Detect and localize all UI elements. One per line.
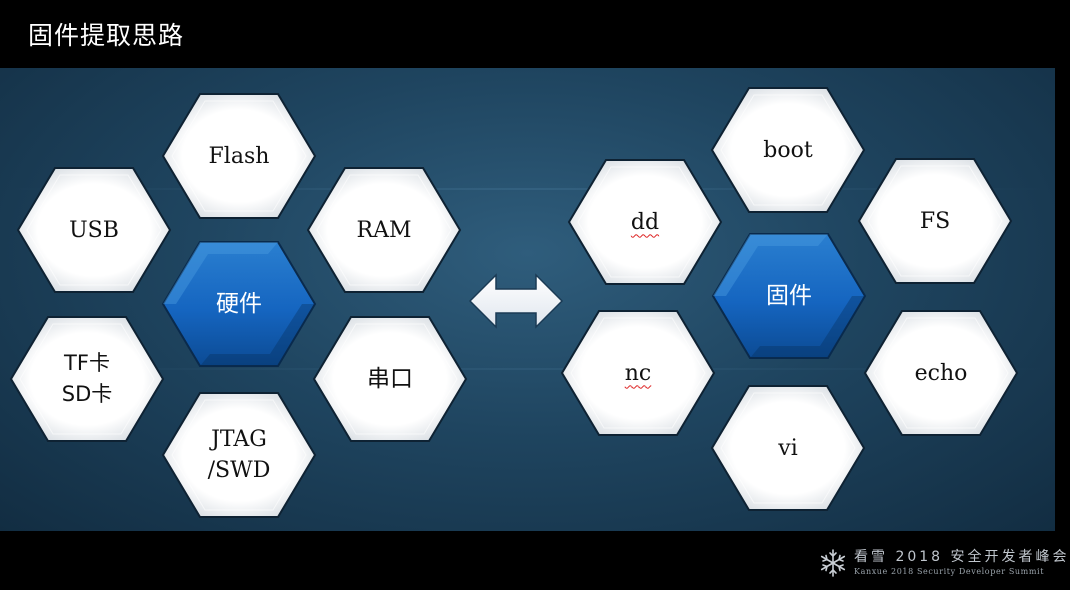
hex-nc: nc [559, 307, 717, 439]
hex-label: FS [919, 208, 951, 234]
hex-label: Flash [208, 143, 270, 169]
logo-text: 看雪 2018 安全开发者峰会 [854, 549, 1070, 565]
hex-echo: echo [862, 307, 1020, 439]
slide-title: 固件提取思路 [28, 21, 185, 50]
kanxue-logo: 看雪 2018 安全开发者峰会 Kanxue 2018 Security Dev… [818, 548, 1067, 582]
hex-label: TF卡 SD卡 [61, 351, 113, 406]
title-bar: 固件提取思路 [0, 0, 1055, 68]
hex-flash: Flash [160, 90, 318, 222]
background-streak [0, 188, 1055, 190]
hex-label: 固件 [766, 282, 812, 309]
footer-bar [0, 531, 1055, 590]
hex-usb: USB [15, 164, 173, 296]
hex-serial: 串口 [311, 313, 469, 445]
hex-label: 串口 [367, 365, 413, 392]
hex-vi: vi [709, 382, 867, 514]
hex-fs: FS [856, 155, 1014, 287]
hex-label: nc [559, 307, 717, 439]
double-arrow-icon [468, 273, 564, 329]
hex-ram: RAM [305, 164, 463, 296]
hex-dd: dd [566, 156, 724, 288]
hex-label: boot [763, 137, 813, 163]
hex-label: 硬件 [216, 290, 262, 317]
hex-firmware-center: 固件 [710, 230, 868, 362]
background-streak [0, 368, 1055, 370]
hex-boot: boot [709, 84, 867, 216]
hex-jtag-swd: JTAG /SWD [160, 389, 318, 521]
hex-label: vi [778, 435, 798, 461]
hex-label: dd [566, 156, 724, 288]
hex-hardware-center: 硬件 [160, 238, 318, 370]
hex-label: echo [914, 360, 968, 386]
logo-subtext: Kanxue 2018 Security Developer Summit [854, 567, 1045, 576]
snowflake-logo-icon [820, 549, 846, 577]
hex-label: RAM [356, 217, 412, 243]
hex-label-text: dd [630, 209, 660, 235]
hex-label: USB [69, 217, 119, 243]
hex-tf-sd: TF卡 SD卡 [8, 313, 166, 445]
hex-label-text: nc [624, 360, 652, 386]
hex-label: JTAG /SWD [207, 427, 271, 483]
